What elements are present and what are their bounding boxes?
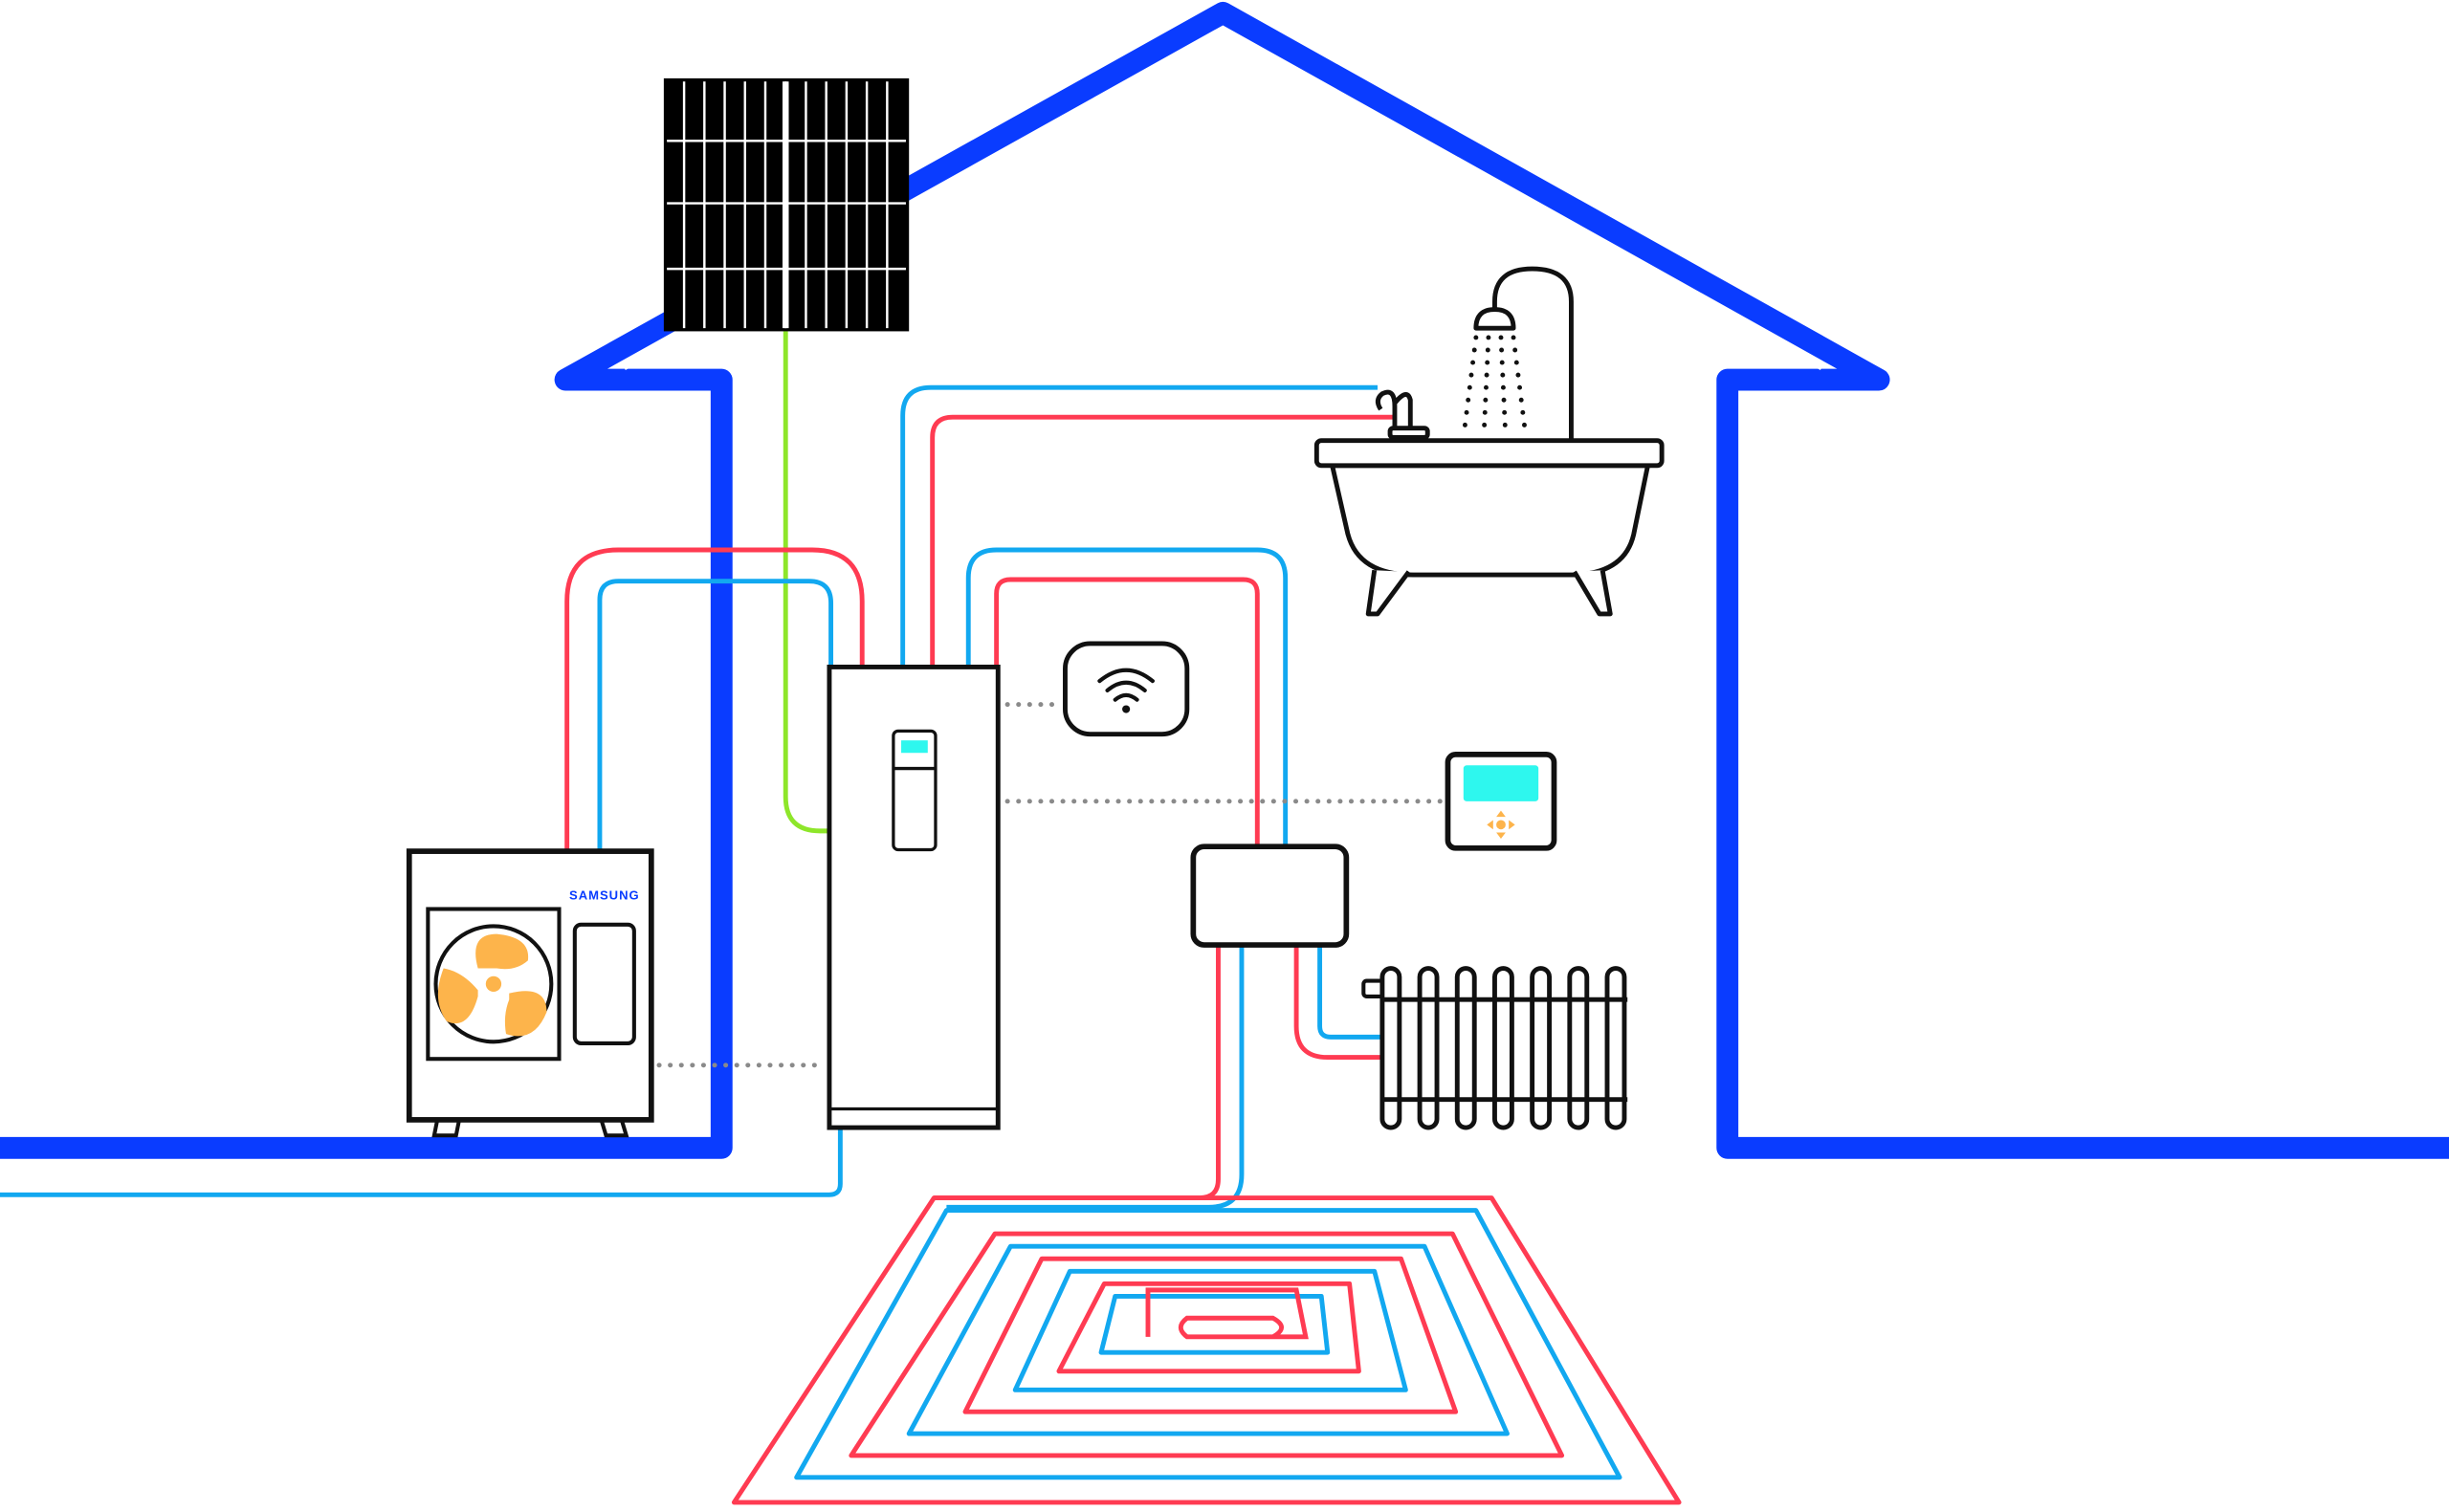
bath-hot-pipe <box>930 414 1394 668</box>
outdoor-heat-pump: SAMSUNG <box>406 848 654 1138</box>
solar-cable <box>783 331 829 834</box>
floor-loop <box>1056 1281 1361 1374</box>
radiator <box>1361 966 1628 1130</box>
wifi-router <box>1063 641 1190 737</box>
faucet <box>1375 389 1413 441</box>
tub-body <box>1330 463 1650 578</box>
fan-icon <box>437 933 547 1037</box>
shower-pipe <box>1492 266 1574 441</box>
house-outline <box>0 1 2449 1159</box>
indoor-screen <box>901 740 928 754</box>
indoor-control-panel <box>892 729 938 852</box>
tub-foot-right <box>1572 569 1613 617</box>
brand-logo: SAMSUNG <box>569 888 640 903</box>
floor-loop <box>906 1243 1510 1436</box>
underfloor-heating <box>731 1195 1682 1505</box>
controller-screen <box>1463 765 1539 801</box>
dpad-icon <box>1487 810 1515 840</box>
floor-loop <box>731 1195 1682 1505</box>
floor-loop-core <box>1145 1287 1309 1340</box>
wifi-icon <box>1097 668 1155 702</box>
ground-pipe <box>0 1128 843 1197</box>
floor-loop <box>1012 1268 1408 1392</box>
tub-rim <box>1313 438 1665 469</box>
manifold-cold-supply <box>965 547 1289 847</box>
radiator-cold-pipe <box>1317 945 1382 1040</box>
indoor-unit <box>827 664 1001 1130</box>
outdoor-hot-pipe <box>564 547 865 852</box>
floor-loop <box>1098 1293 1331 1355</box>
manifold-hot-supply <box>994 577 1260 847</box>
tub-foot-left <box>1365 569 1411 617</box>
manifold-box <box>1190 844 1350 948</box>
floor-loop <box>794 1208 1622 1480</box>
room-controller <box>1445 752 1557 851</box>
solar-panel <box>663 77 910 332</box>
bath-cold-pipe <box>900 384 1378 668</box>
shower-head <box>1473 307 1516 331</box>
bathtub <box>1313 266 1665 617</box>
radiator-hot-pipe <box>1293 945 1382 1061</box>
floor-loop <box>849 1231 1565 1458</box>
outdoor-cold-pipe <box>597 579 834 852</box>
floor-loop <box>962 1256 1459 1414</box>
